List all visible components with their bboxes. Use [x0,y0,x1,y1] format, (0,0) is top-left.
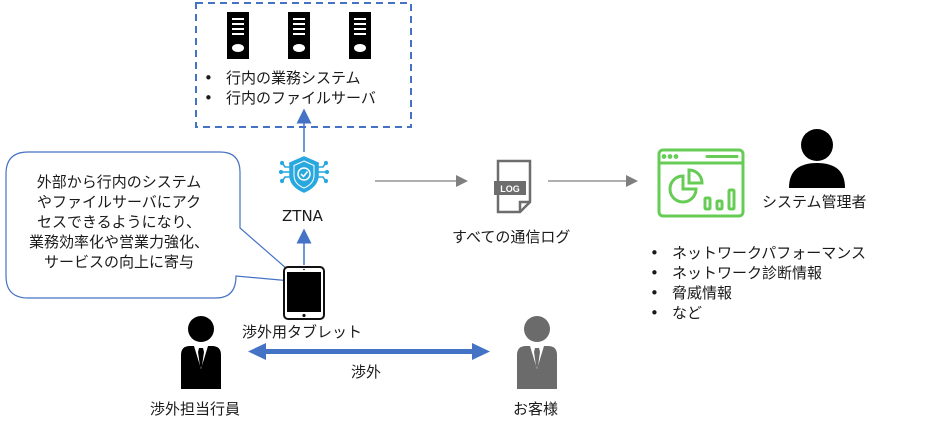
customer-person-icon [517,316,557,389]
server-icon [227,12,249,59]
admin-info-item: ネットワーク診断情報 [646,263,866,283]
admin-label: システム管理者 [762,193,867,211]
bubble-text: 外部から行内のシステム やファイルサーバにアク セスできるようになり、 業務効率… [6,172,232,272]
admin-info-item: ネットワークパフォーマンス [646,243,866,263]
bubble-line: サービスの向上に寄与 [43,253,194,271]
server-list-item: 行内の業務システム [200,68,376,88]
server-icon [288,12,310,59]
admin-person-icon [789,129,845,188]
bubble-line: やファイルサーバにアク [36,193,202,211]
bubble-line: 業務効率化や営業力強化、 [28,233,209,251]
speech-bubble [5,151,304,299]
admin-info-list: ネットワークパフォーマンス ネットワーク診断情報 脅威情報 など [646,243,866,323]
log-file-icon: LOG [494,159,532,214]
ztna-shield-icon [278,156,330,193]
interaction-label: 渉外 [351,363,382,381]
log-icon-text: LOG [500,184,520,194]
bubble-line: 外部から行内のシステム [36,173,202,191]
server-list: 行内の業務システム 行内のファイルサーバ [200,68,376,108]
interaction-double-arrow [248,343,490,360]
tablet-label: 渉外用タブレット [242,323,363,341]
server-list-item: 行内のファイルサーバ [200,88,376,108]
server-icon [349,12,371,59]
tablet-icon [283,266,325,320]
admin-info-item: 脅威情報 [646,283,866,303]
staff-person-icon [181,316,221,389]
bubble-line: セスできるようになり、 [36,213,202,231]
staff-label: 渉外担当行員 [150,400,241,418]
admin-info-item: など [646,303,866,323]
customer-label: お客様 [513,400,559,418]
ztna-label: ZTNA [282,207,323,225]
dashboard-icon [657,148,745,218]
log-label: すべての通信ログ [452,228,571,246]
